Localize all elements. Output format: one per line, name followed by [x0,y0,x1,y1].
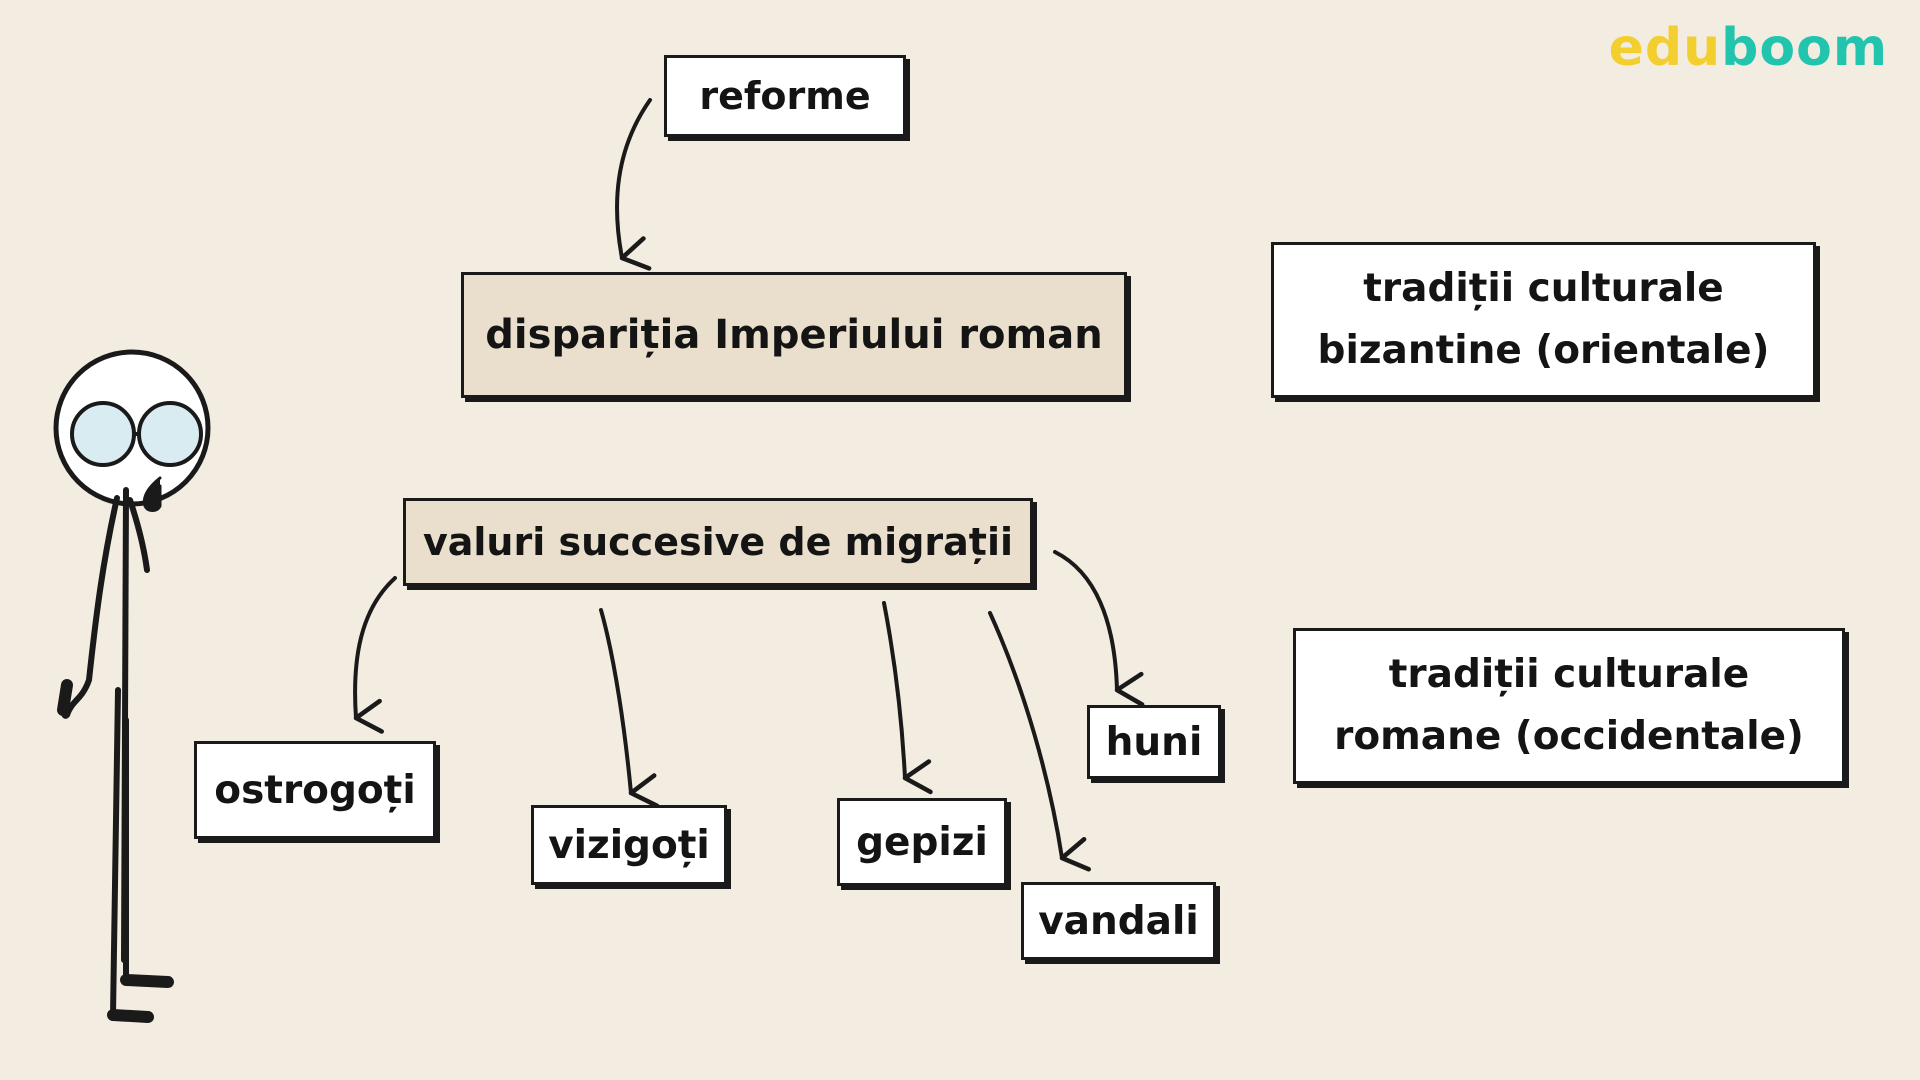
arrow-to-vandali [988,611,1092,872]
node-valuri-migratii: valuri succesive de migrații [403,498,1033,586]
node-disparitia-imperiului: dispariția Imperiului roman [461,272,1127,398]
arrow-to-ostrogoti [353,576,397,734]
node-vandali: vandali [1021,882,1216,960]
eduboom-logo: eduboom [1608,18,1888,78]
arrow-to-gepizi [882,601,933,795]
node-traditii-bizantine: tradiții culturale bizantine (orientale) [1271,242,1816,398]
node-ostrogoti: ostrogoți [194,741,436,839]
node-traditii-romane: tradiții culturale romane (occidentale) [1293,628,1845,784]
arrow-reforme-to-disparitia [615,98,652,271]
arrow-to-vizigoti [599,608,660,809]
node-vizigoti: vizigoți [531,805,727,885]
node-reforme: reforme [664,55,906,137]
node-gepizi: gepizi [837,798,1007,886]
node-huni: huni [1087,705,1221,779]
arrow-to-huni [1053,550,1145,707]
thinking-stick-figure-icon [53,349,211,1023]
